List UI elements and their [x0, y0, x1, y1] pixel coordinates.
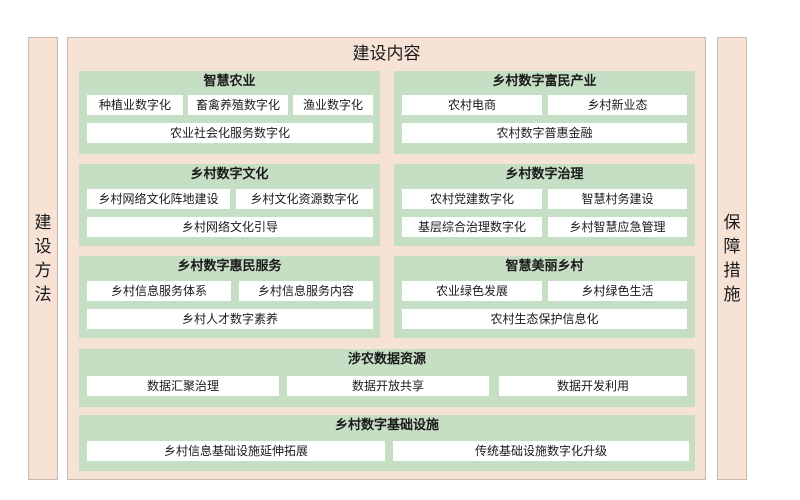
item-cell: 乡村网络文化引导 [87, 217, 373, 237]
item-cell: 农村数字普惠金融 [402, 123, 687, 143]
item-cell: 畜禽养殖数字化 [188, 95, 288, 115]
item-cell: 数据开放共享 [287, 376, 489, 396]
panel-title: 乡村数字基础设施 [334, 418, 439, 433]
side-char: 保 [723, 212, 741, 233]
item-cell: 乡村信息服务内容 [239, 281, 373, 301]
safeguard-measures-label: 保 障 措 施 [717, 37, 747, 480]
main-title: 建设内容 [352, 44, 421, 64]
panel-rural-culture: 乡村数字文化 乡村网络文化阵地建设 乡村文化资源数字化 乡村网络文化引导 [79, 164, 380, 246]
side-char: 设 [34, 236, 52, 257]
side-char: 法 [34, 284, 52, 305]
item-cell: 乡村智慧应急管理 [548, 217, 687, 237]
item-cell: 传统基础设施数字化升级 [393, 441, 689, 461]
panel-data-resources: 涉农数据资源 数据汇聚治理 数据开放共享 数据开发利用 [79, 349, 695, 407]
panel-title: 乡村数字文化 [190, 167, 269, 182]
item-cell: 数据汇聚治理 [87, 376, 279, 396]
panel-infrastructure: 乡村数字基础设施 乡村信息基础设施延伸拓展 传统基础设施数字化升级 [79, 415, 695, 471]
item-cell: 种植业数字化 [87, 95, 183, 115]
item-cell: 农业社会化服务数字化 [87, 123, 373, 143]
item-cell: 乡村绿色生活 [548, 281, 687, 301]
construction-content-box: 建设内容 智慧农业 种植业数字化 畜禽养殖数字化 渔业数字化 农业社会化服务数字… [67, 37, 706, 480]
item-cell: 乡村文化资源数字化 [236, 189, 373, 209]
panel-title: 乡村数字治理 [505, 167, 584, 182]
side-char: 措 [723, 260, 741, 281]
item-cell: 渔业数字化 [293, 95, 373, 115]
item-cell: 乡村网络文化阵地建设 [87, 189, 230, 209]
panel-rural-services: 乡村数字惠民服务 乡村信息服务体系 乡村信息服务内容 乡村人才数字素养 [79, 256, 380, 338]
panel-rural-governance: 乡村数字治理 农村党建数字化 智慧村务建设 基层综合治理数字化 乡村智慧应急管理 [394, 164, 695, 246]
item-cell: 乡村信息基础设施延伸拓展 [87, 441, 385, 461]
panel-title: 乡村数字惠民服务 [177, 259, 282, 274]
item-cell: 基层综合治理数字化 [402, 217, 542, 237]
item-cell: 乡村人才数字素养 [87, 309, 373, 329]
side-char: 施 [723, 284, 741, 305]
item-cell: 数据开发利用 [499, 376, 687, 396]
panel-title: 乡村数字富民产业 [492, 74, 597, 89]
side-char: 障 [723, 236, 741, 257]
panel-beautiful-village: 智慧美丽乡村 农业绿色发展 乡村绿色生活 农村生态保护信息化 [394, 256, 695, 338]
panel-title: 智慧美丽乡村 [505, 259, 584, 274]
panel-title: 涉农数据资源 [347, 352, 426, 367]
item-cell: 乡村信息服务体系 [87, 281, 231, 301]
construction-methods-label: 建 设 方 法 [28, 37, 58, 480]
item-cell: 农村生态保护信息化 [402, 309, 687, 329]
item-cell: 农业绿色发展 [402, 281, 542, 301]
item-cell: 农村电商 [402, 95, 542, 115]
item-cell: 智慧村务建设 [548, 189, 687, 209]
panel-rural-industry: 乡村数字富民产业 农村电商 乡村新业态 农村数字普惠金融 [394, 71, 695, 154]
item-cell: 乡村新业态 [548, 95, 687, 115]
side-char: 建 [34, 212, 52, 233]
panel-smart-agriculture: 智慧农业 种植业数字化 畜禽养殖数字化 渔业数字化 农业社会化服务数字化 [79, 71, 380, 154]
side-char: 方 [34, 260, 52, 281]
item-cell: 农村党建数字化 [402, 189, 542, 209]
panel-title: 智慧农业 [203, 74, 256, 89]
